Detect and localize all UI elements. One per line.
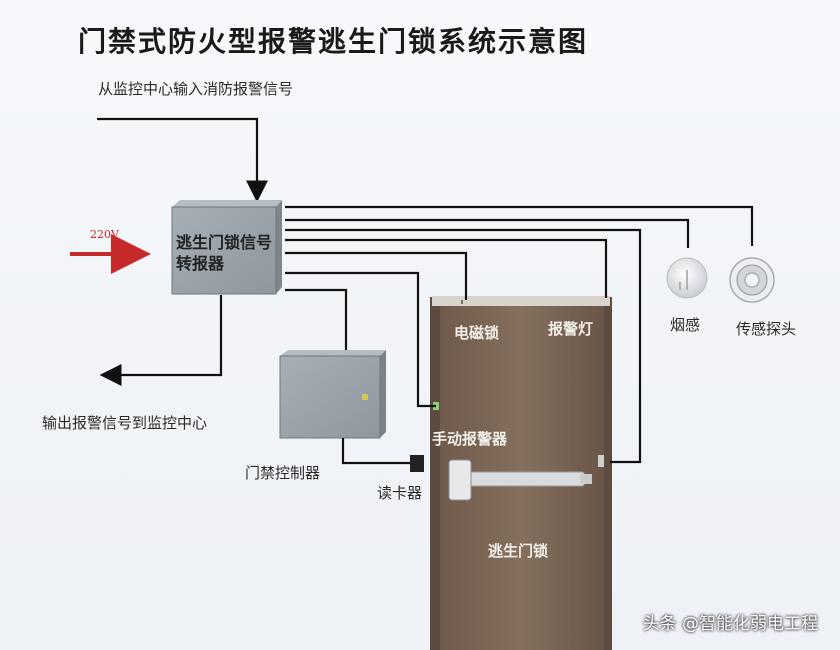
sensor-probe [729,257,775,303]
power-label: 220V [90,228,119,241]
output-signal-label: 输出报警信号到监控中心 [42,414,208,432]
smoke-detector-label: 烟感 [670,316,701,334]
card-reader [410,455,424,472]
converter-label-line1: 逃生门锁信号 [176,233,273,252]
diagram-title: 门禁式防火型报警逃生门锁系统示意图 [78,25,589,58]
door-top-header [432,296,610,306]
access-controller-box [279,350,386,439]
escape-lock-label: 逃生门锁 [488,542,549,560]
card-reader-label: 读卡器 [377,484,423,502]
smoke-detector [666,257,708,299]
alarm-light-label: 报警灯 [548,320,594,338]
signal-converter-box [171,200,282,295]
panic-bar [465,471,585,487]
output-signal-wire [99,295,223,386]
magnetic-lock-label: 电磁锁 [454,324,500,342]
access-controller-label: 门禁控制器 [245,464,321,482]
input-signal-wire [97,117,268,203]
panic-bar-housing [448,459,472,501]
wires [285,205,754,464]
manual-alarm-label: 手动报警器 [432,430,508,448]
watermark: 头条 @智能化弱电工程 [642,614,818,634]
sensor-probe-label: 传感探头 [736,320,797,338]
converter-label-line2: 转报器 [176,254,225,273]
input-signal-label: 从监控中心输入消防报警信号 [98,80,294,98]
